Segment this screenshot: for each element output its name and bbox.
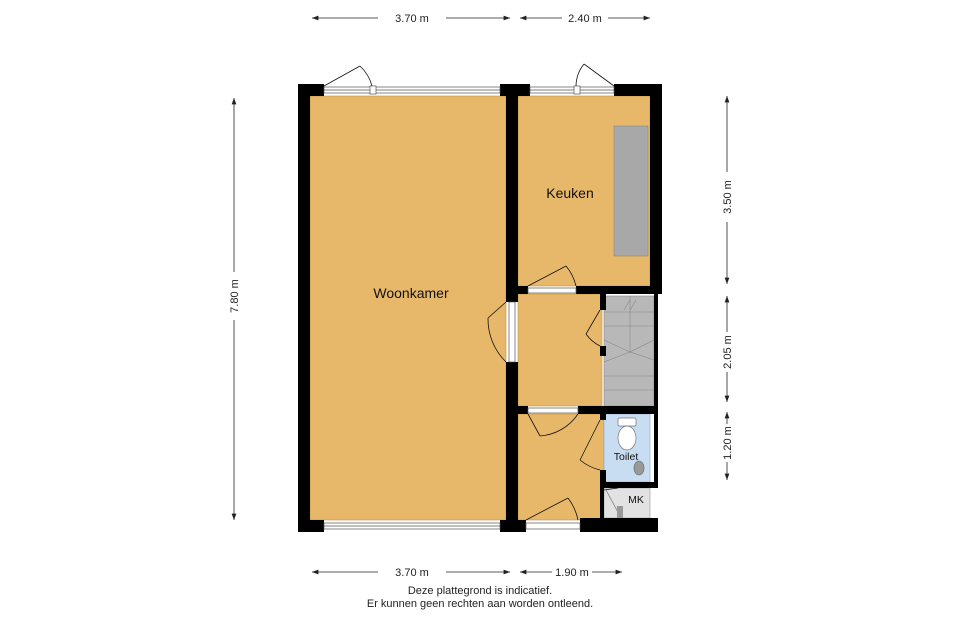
disclaimer-line-2: Er kunnen geen rechten aan worden ontlee… <box>366 598 594 610</box>
door-leaf <box>323 65 361 87</box>
door-arc <box>565 265 577 287</box>
kitchen-counter <box>613 125 649 257</box>
wall <box>518 286 528 294</box>
wall <box>506 362 518 520</box>
wall <box>298 84 310 532</box>
door-leaf <box>603 487 619 491</box>
wall <box>298 520 324 532</box>
wall <box>518 406 528 414</box>
dim-right-top: 3.50 m <box>722 180 734 214</box>
meter-box <box>617 506 623 518</box>
wall <box>298 84 324 96</box>
room-label-toilet: Toilet <box>614 451 639 463</box>
door-leaf <box>527 413 541 437</box>
door-arc <box>579 459 601 471</box>
windows <box>323 85 615 530</box>
dim-bottom-left: 3.70 m <box>395 567 429 579</box>
door-arc <box>567 497 579 521</box>
room-label-woonkamer: Woonkamer <box>373 285 449 301</box>
wall <box>578 406 658 414</box>
room-label-mk: MK <box>628 494 644 506</box>
wall <box>600 414 606 420</box>
door-swings <box>323 63 619 521</box>
room-label-keuken: Keuken <box>546 185 593 201</box>
dim-right-middle: 2.05 m <box>722 335 734 369</box>
wall <box>580 518 658 532</box>
wall <box>654 294 658 486</box>
living-room-floor <box>309 95 507 521</box>
wall <box>600 482 658 488</box>
door-frame-kitchen <box>527 287 577 294</box>
wall <box>500 84 530 96</box>
meter-cupboard-floor <box>603 487 651 519</box>
floors <box>309 95 651 521</box>
wall <box>600 294 606 310</box>
washbasin <box>633 460 645 476</box>
hall-floor <box>517 293 603 407</box>
door-leaf <box>585 309 601 335</box>
door-arc <box>585 333 601 347</box>
door-leaf <box>579 419 601 461</box>
door-leaf <box>583 63 615 87</box>
dim-bottom-right: 1.90 m <box>555 567 589 579</box>
wall <box>500 520 526 532</box>
wall <box>576 286 662 294</box>
door-frame-living <box>508 301 516 363</box>
wall <box>600 488 604 518</box>
disclaimer-line-1: Deze plattegrond is indicatief. <box>407 585 553 597</box>
wall <box>614 84 662 96</box>
door-arc <box>539 413 579 437</box>
door-frame-hall <box>527 407 579 414</box>
door-arc <box>487 317 507 363</box>
dim-top-left: 3.70 m <box>395 13 429 25</box>
entrance-floor <box>517 413 605 521</box>
door-arc <box>575 63 585 87</box>
wall <box>506 96 518 302</box>
wall <box>600 470 606 482</box>
wall <box>650 84 662 294</box>
toilet-fixture <box>617 417 645 476</box>
walls <box>298 84 662 532</box>
door-leaf <box>525 497 569 521</box>
dimension-lines <box>231 15 730 575</box>
door-leaf <box>527 265 567 287</box>
wall <box>600 346 606 356</box>
dim-left-total: 7.80 m <box>229 279 241 313</box>
door-arc <box>359 65 373 87</box>
dim-top-right: 2.40 m <box>568 13 602 25</box>
door-leaf <box>487 301 507 319</box>
dim-right-bottom: 1.20 m <box>722 426 734 460</box>
staircase <box>603 295 655 407</box>
front-door-frame <box>525 522 581 530</box>
